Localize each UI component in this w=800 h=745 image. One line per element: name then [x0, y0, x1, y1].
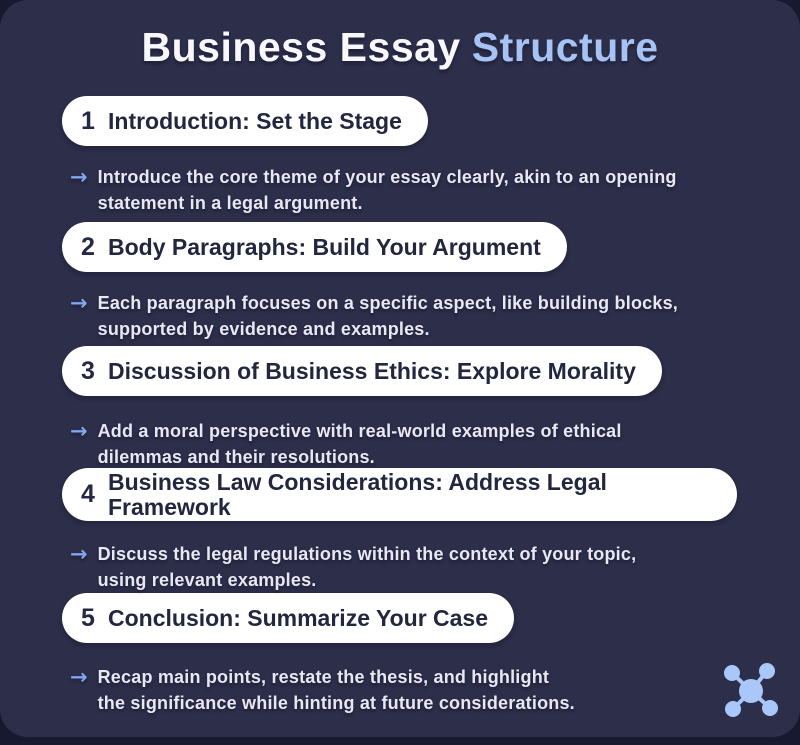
step-1-pill: 1 Introduction: Set the Stage — [62, 96, 428, 146]
step-3-description-text: Add a moral perspective with real-world … — [97, 421, 622, 467]
arrow-icon: → — [70, 165, 88, 189]
step-3-title: Discussion of Business Ethics: Explore M… — [108, 357, 636, 384]
step-5-description-text: Recap main points, restate the thesis, a… — [97, 667, 575, 713]
title-main: Business Essay — [141, 24, 461, 70]
step-1-description-text: Introduce the core theme of your essay c… — [97, 167, 677, 213]
step-4-title: Business Law Considerations: Address Leg… — [108, 468, 607, 520]
step-2-number: 2 — [81, 232, 95, 261]
step-3-pill: 3 Discussion of Business Ethics: Explore… — [62, 346, 662, 396]
step-4-description-text: Discuss the legal regulations within the… — [97, 544, 637, 590]
molecule-network-icon — [724, 663, 778, 717]
step-3-number: 3 — [81, 356, 95, 385]
title-accent: Structure — [471, 24, 659, 70]
arrow-icon: → — [70, 542, 88, 566]
step-2-description-text: Each paragraph focuses on a specific asp… — [97, 293, 678, 339]
step-5-number: 5 — [81, 603, 95, 632]
step-3-description: → Add a moral perspective with real-worl… — [70, 418, 770, 470]
step-1-number: 1 — [81, 106, 95, 135]
step-5-description: → Recap main points, restate the thesis,… — [70, 664, 770, 716]
step-1-title: Introduction: Set the Stage — [108, 107, 402, 134]
step-4-description: → Discuss the legal regulations within t… — [70, 541, 770, 593]
steps-list: 1 Introduction: Set the Stage → Introduc… — [0, 96, 800, 716]
arrow-icon: → — [70, 419, 88, 443]
arrow-icon: → — [70, 665, 88, 689]
step-2-title: Body Paragraphs: Build Your Argument — [108, 233, 541, 260]
step-5-pill: 5 Conclusion: Summarize Your Case — [62, 593, 515, 643]
arrow-icon: → — [70, 291, 88, 315]
step-4-number: 4 — [81, 480, 95, 508]
step-2-pill: 2 Body Paragraphs: Build Your Argument — [62, 222, 567, 272]
step-5-title: Conclusion: Summarize Your Case — [108, 604, 489, 631]
step-2-description: → Each paragraph focuses on a specific a… — [70, 290, 770, 342]
step-1-description: → Introduce the core theme of your essay… — [70, 164, 770, 216]
step-4-pill: 4 Business Law Considerations: Address L… — [62, 468, 737, 521]
